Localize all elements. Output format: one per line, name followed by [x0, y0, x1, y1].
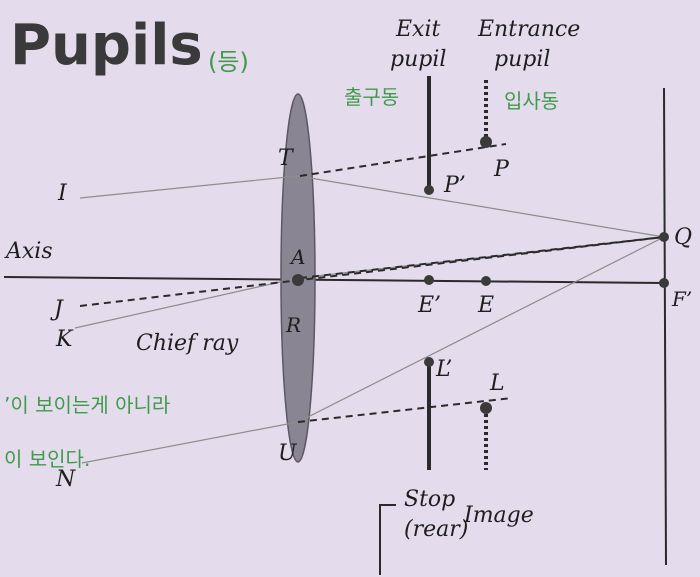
- dashed-J-Q: [79, 236, 665, 307]
- title-note: (등): [208, 48, 249, 76]
- label-Q: Q: [674, 225, 692, 250]
- label-E: E: [477, 293, 494, 318]
- label-L: L: [489, 371, 505, 396]
- point-P-prime: [424, 185, 434, 195]
- image-label: Image: [463, 503, 534, 528]
- point-P: [480, 136, 492, 148]
- dashed-U-L: [297, 397, 513, 423]
- entrance-pupil-label-line1: Entrance: [477, 17, 580, 42]
- label-P: P: [493, 157, 510, 182]
- axis-label: Axis: [4, 239, 53, 264]
- exit-pupil-note: 출구동: [344, 85, 399, 109]
- label-N: N: [55, 467, 76, 492]
- point-L-prime: [424, 357, 434, 367]
- label-P-prime: P’: [443, 173, 466, 198]
- point-E-prime: [424, 275, 434, 285]
- label-T: T: [278, 146, 295, 171]
- chief-ray-label: Chief ray: [136, 331, 239, 356]
- entrance-pupil-note: 입사동: [504, 89, 559, 113]
- point-F-prime: [659, 278, 669, 288]
- handwritten-note-line2: 이 보인다.: [4, 447, 90, 471]
- label-R: R: [285, 313, 301, 337]
- label-L-prime: L’: [435, 357, 452, 382]
- point-Q: [659, 232, 669, 242]
- image-plane: [663, 87, 667, 566]
- dashed-A-Q: [299, 236, 665, 279]
- label-U: U: [278, 441, 298, 466]
- entrance-pupil-label-line2: pupil: [494, 47, 550, 72]
- exit-pupil-label-line1: Exit: [395, 17, 441, 42]
- label-I: I: [57, 181, 68, 206]
- point-L: [480, 402, 492, 414]
- stop-label: Stop: [404, 487, 455, 512]
- label-J: J: [50, 297, 64, 322]
- ray-I-T-Q: [79, 175, 665, 238]
- point-E: [481, 276, 491, 286]
- stop-bracket: [379, 504, 396, 575]
- handwritten-note-line1: ’이 보이는게 아니라: [4, 393, 170, 417]
- label-A: A: [289, 245, 305, 269]
- label-K: K: [55, 327, 74, 352]
- stop-rear-label: (rear): [404, 517, 468, 542]
- optical-axis: [3, 276, 669, 284]
- label-F-prime: F’: [671, 287, 692, 311]
- label-E-prime: E’: [417, 293, 441, 318]
- point-A: [292, 274, 304, 286]
- exit-pupil-label-line2: pupil: [390, 47, 446, 72]
- dashed-T-P: [299, 143, 507, 177]
- page-title: Pupils: [10, 13, 203, 78]
